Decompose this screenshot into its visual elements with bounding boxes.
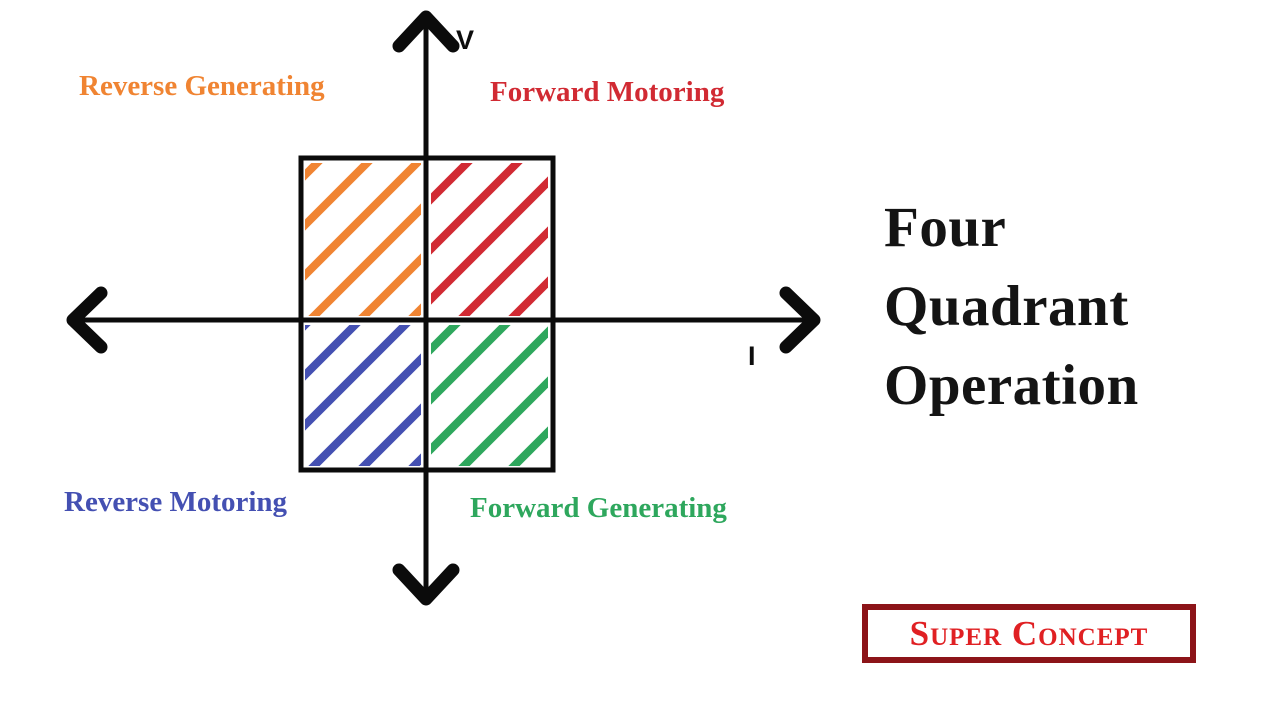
label-forward-motoring: Forward Motoring bbox=[490, 76, 725, 108]
axes bbox=[66, 10, 821, 606]
up-arrowhead bbox=[392, 10, 460, 53]
title-line-1: Four bbox=[884, 196, 1007, 259]
page-title: Four Quadrant Operation bbox=[884, 188, 1224, 425]
label-forward-generating: Forward Generating bbox=[470, 492, 727, 524]
right-arrowhead bbox=[779, 286, 821, 354]
current-axis-label: I bbox=[748, 341, 756, 371]
title-line-3: Operation bbox=[884, 354, 1139, 417]
down-arrowhead bbox=[392, 563, 460, 606]
left-arrowhead bbox=[66, 286, 108, 354]
label-reverse-motoring: Reverse Motoring bbox=[64, 486, 288, 518]
title-line-2: Quadrant bbox=[884, 275, 1129, 338]
q2-hatch-top-left bbox=[0, 140, 840, 480]
label-reverse-generating: Reverse Generating bbox=[79, 70, 325, 102]
voltage-axis-label: V bbox=[456, 25, 475, 55]
super-concept-badge: Super Concept bbox=[862, 604, 1196, 663]
